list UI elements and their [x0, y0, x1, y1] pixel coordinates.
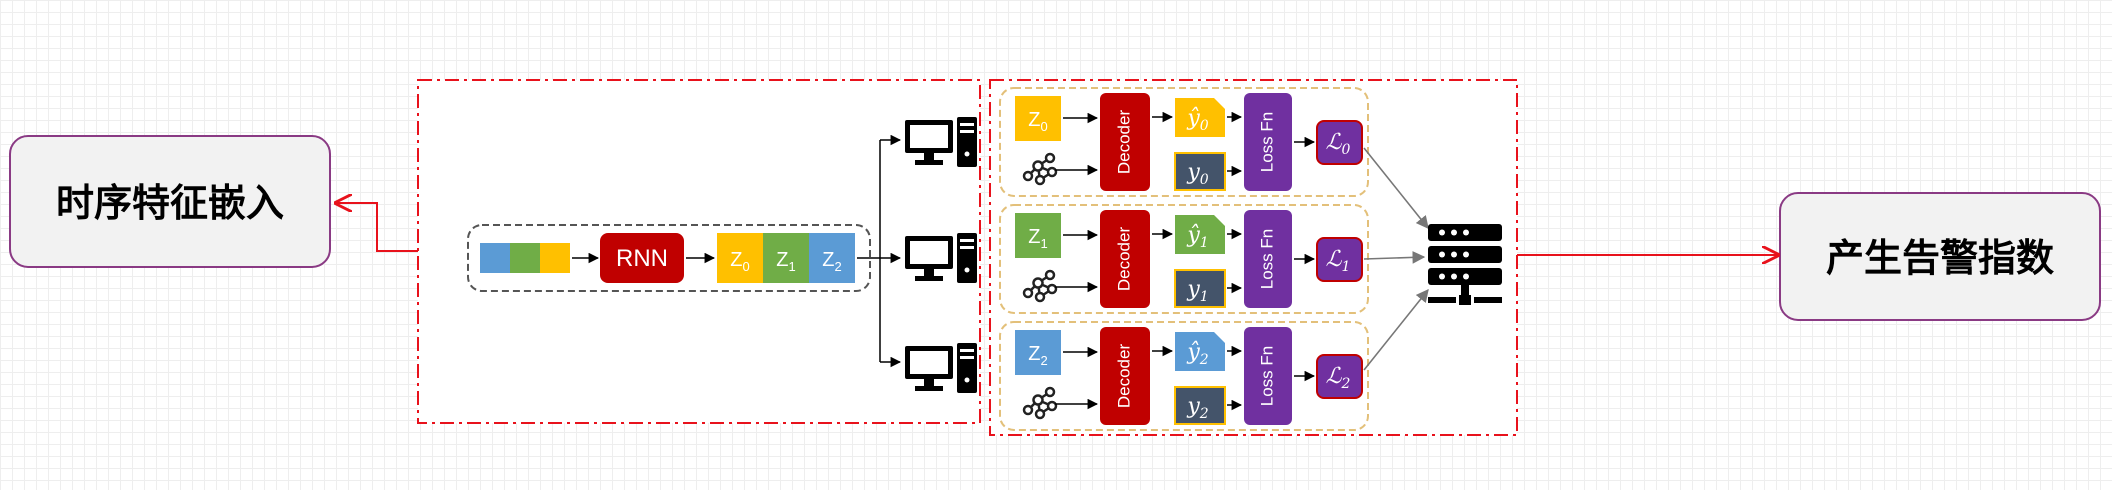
loss-value-box	[1316, 120, 1363, 165]
branch-2: Z2 Decoder ŷ2 y2 Loss Fn ℒ2	[1015, 327, 1363, 425]
alarm-label-box[interactable]	[1779, 192, 2101, 321]
prediction-label: ŷ1	[1186, 223, 1208, 251]
prediction-box	[1175, 98, 1225, 137]
loss-value-box	[1316, 354, 1363, 399]
branch-latent	[1015, 330, 1061, 375]
branch-0: Z0 Decoder ŷ0 y0 Loss Fn ℒ0	[1015, 93, 1363, 191]
latent-z2	[809, 233, 855, 283]
input-series-blue	[480, 243, 510, 273]
latent-z1	[763, 233, 809, 283]
prediction-label: ŷ0	[1186, 106, 1208, 134]
loss-fn-label: Loss Fn	[1257, 229, 1276, 289]
loss-fn-label: Loss Fn	[1257, 112, 1276, 172]
rnn-block[interactable]	[600, 233, 684, 283]
branch-latent-label: Z0	[1028, 109, 1047, 134]
ground-truth-label: y1	[1186, 277, 1208, 305]
ground-truth-label: y0	[1186, 160, 1208, 188]
embedding-pipeline-box	[467, 224, 871, 292]
input-series-green	[510, 243, 540, 273]
branch-group-0	[999, 87, 1369, 197]
branch-group-2	[999, 321, 1369, 431]
latent-z0	[717, 233, 763, 283]
feedback-arrow	[336, 203, 418, 252]
loss-value-box	[1316, 237, 1363, 282]
ground-truth-box	[1174, 152, 1226, 191]
embedding-label-box[interactable]	[9, 135, 331, 268]
loss-fn-block[interactable]	[1244, 327, 1292, 425]
loss-fn-block[interactable]	[1244, 210, 1292, 308]
input-series-orange	[540, 243, 570, 273]
loss-value-label: ℒ1	[1326, 247, 1351, 275]
loss-fn-label: Loss Fn	[1257, 346, 1276, 406]
prediction-box	[1175, 332, 1225, 371]
latent-z2-label: Z2	[822, 249, 841, 274]
decoder-label: Decoder	[1114, 344, 1133, 409]
branch-latent-label: Z1	[1028, 226, 1047, 251]
prediction-label: ŷ2	[1186, 340, 1208, 368]
loss-value-label: ℒ2	[1326, 364, 1351, 392]
ground-truth-box	[1174, 386, 1226, 425]
alarm-label: 产生告警指数	[1826, 236, 2054, 280]
embedding-label: 时序特征嵌入	[56, 181, 284, 225]
arrow-loss0-server	[1363, 147, 1429, 229]
ground-truth-label: y2	[1186, 394, 1208, 422]
prediction-box	[1175, 215, 1225, 254]
decoder-label: Decoder	[1114, 110, 1133, 175]
branch-latent	[1015, 213, 1061, 258]
latent-z0-label: Z0	[730, 249, 749, 274]
ground-truth-box	[1174, 269, 1226, 308]
decoder-block[interactable]	[1100, 327, 1150, 425]
arrow-loss2-server	[1363, 289, 1429, 371]
branch-1: Z1 Decoder ŷ1 y1 Loss Fn ℒ1	[1015, 210, 1363, 308]
branch-latent-label: Z2	[1028, 343, 1047, 368]
arrow-loss1-server	[1363, 250, 1426, 264]
branch-latent	[1015, 96, 1061, 141]
decoder-block[interactable]	[1100, 93, 1150, 191]
loss-value-label: ℒ0	[1326, 130, 1351, 158]
latent-z1-label: Z1	[776, 249, 795, 274]
loss-fn-block[interactable]	[1244, 93, 1292, 191]
decoder-label: Decoder	[1114, 227, 1133, 292]
decoder-block[interactable]	[1100, 210, 1150, 308]
rnn-label: RNN	[616, 245, 668, 272]
